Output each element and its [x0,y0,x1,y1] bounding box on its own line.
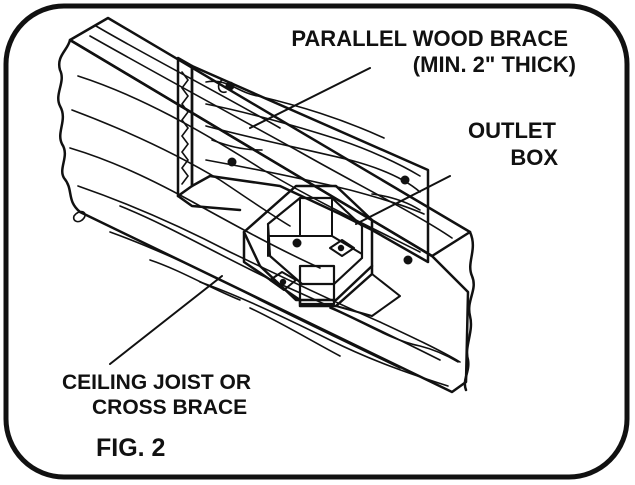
brace-label-line1: PARALLEL WOOD BRACE [291,26,568,51]
joist-label-line1: CEILING JOIST OR [62,371,251,394]
joist-label-line2: CROSS BRACE [92,396,247,419]
ceiling-joist [57,16,475,394]
parallel-wood-brace [176,56,430,265]
joist-leader-line [109,275,223,365]
brace-label-line2: (MIN. 2" THICK) [413,52,576,77]
figure-number: FIG. 2 [96,434,165,462]
outlet-box [242,184,401,317]
outlet-label-line2: BOX [510,145,558,170]
outlet-label-line1: OUTLET [468,118,557,143]
outlet-leader-line [355,175,451,225]
brace-leader-line [249,67,371,129]
figure-frame [3,3,630,480]
